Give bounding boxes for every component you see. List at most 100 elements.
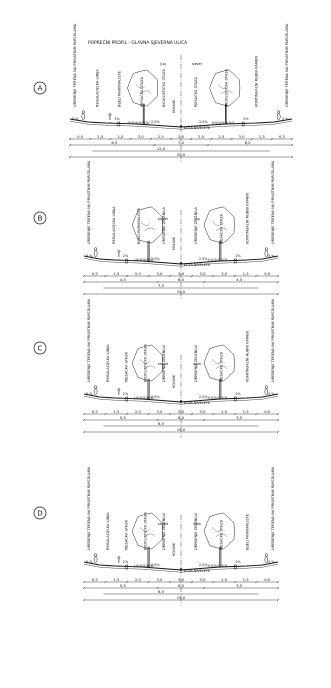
dimension-total: 15,0	[177, 289, 186, 294]
page-title: POPREČNI PROFIL - GLAVNA SJEVERNA ULICA	[88, 39, 187, 46]
dimension-tick	[276, 280, 280, 284]
dimension-value: 0,5	[92, 409, 99, 414]
green-strip	[134, 564, 154, 568]
dimension-tick	[169, 137, 173, 141]
kota-label: KOTA NIVELETE	[184, 401, 210, 405]
side-left-label: zapad	[158, 522, 168, 526]
pedestrian-icon	[93, 247, 98, 257]
zone-label: BICIKLISTIČKA STAZA	[142, 511, 147, 550]
grade-label: 2,5%	[199, 563, 208, 567]
tree-icon	[203, 512, 235, 567]
pedestrian-icon	[93, 385, 98, 395]
dimension-tick	[276, 430, 280, 434]
dimension-value: 1,5	[243, 271, 250, 276]
dimension-tick	[68, 143, 72, 147]
dimension-tick	[203, 586, 206, 590]
grade-label: 5 %	[86, 254, 93, 258]
zone-label: REGULACIJSKA LINIJA	[106, 512, 110, 550]
dimension-tick	[125, 274, 129, 278]
pavement-layer	[83, 564, 279, 573]
dimension-tick	[169, 274, 172, 278]
dimension-tick	[82, 586, 86, 590]
dimension-tick	[189, 137, 193, 141]
dimension-tick	[125, 580, 129, 584]
dimension-subtotal: 3,5	[236, 415, 243, 420]
curb	[125, 396, 128, 402]
dimension-tick	[212, 274, 215, 278]
dimension-subtotal: 5,5	[120, 583, 127, 588]
grade-label: 2,5%	[151, 120, 160, 124]
grade-label: 2,5%	[199, 257, 208, 261]
zone-label: UREĐENJE TERENA NA PRIVATNIM PARCELAMA	[271, 298, 275, 382]
zone-label: PJEŠAČKA STAZA	[219, 519, 224, 550]
zone-label: KONTINUALNI RUBNI KAMEN	[245, 331, 249, 382]
zone-label: BIJELI PARKIRALIŠTE	[117, 70, 122, 107]
dimension-tick	[255, 274, 258, 278]
dimension-tick	[156, 586, 159, 590]
zone-label: UREĐENJE TERENA NA PRIVATNIM PARCELAMA	[73, 23, 77, 107]
kota-label: KOTA NIVELETE	[184, 126, 210, 130]
dimension-value: 1,5	[259, 134, 266, 139]
dimension-tick	[255, 580, 258, 584]
green-strip	[207, 564, 228, 568]
dimension-subtotal: 6,5	[111, 140, 118, 145]
zone-label: UREĐENJE ZELENILA	[194, 345, 198, 382]
zone-label: KONTINUALNI RUBNI KAMEN	[255, 56, 259, 107]
zone-label: UREĐENJE TERENA NA PRIVATNIM PARCELAMA	[285, 23, 289, 107]
grade-label: 5 %	[86, 392, 93, 396]
section-letter: C	[38, 344, 43, 352]
dimension-tick	[147, 412, 150, 416]
dimension-tick	[156, 418, 159, 422]
dimension-value: 0,5	[77, 134, 84, 139]
side-left-label: jug	[159, 62, 165, 66]
dimension-value: 2,0	[135, 271, 142, 276]
dimension-value: 2,0	[135, 409, 142, 414]
dimension-tick	[210, 137, 213, 141]
grade-label: 5 %	[268, 254, 275, 258]
level-marker-icon	[179, 261, 183, 265]
curb	[125, 564, 128, 570]
grade-label: 2%	[114, 117, 120, 121]
dimension-tick	[68, 137, 72, 141]
level-marker-icon	[179, 567, 183, 571]
grade-label: 2%	[123, 254, 129, 258]
dimension-tick	[290, 155, 294, 159]
dimension-value: 0,5	[264, 577, 271, 582]
zone-label: PJEŠAČKA STAZA	[193, 76, 198, 107]
level-marker-icon	[179, 399, 183, 403]
dimension-value: 3,0	[200, 271, 207, 276]
zone-label: REGULACIJSKA LINIJA	[106, 344, 110, 382]
zone-label: REGULACIJSKA LINIJA	[95, 69, 99, 107]
cyclist-icon	[117, 388, 121, 399]
zone-label: UREĐENJE ZELENILA	[194, 513, 198, 550]
dimension-subtotal: 3,5	[236, 583, 243, 588]
green-strip	[127, 121, 150, 125]
dimension-tick	[270, 137, 273, 141]
dimension-tick	[212, 412, 215, 416]
dimension-value: 3,0	[178, 577, 185, 582]
zone-label: BICIKLISTIČKA STAZA	[223, 68, 228, 107]
dimension-tick	[190, 274, 193, 278]
dimension-tick	[290, 143, 294, 147]
dimension-value: 3,0	[178, 409, 185, 414]
pedestrian-icon	[276, 110, 281, 120]
pedestrian-icon	[81, 110, 86, 120]
section-label: B	[33, 211, 47, 225]
grade-label: 2,5%	[151, 563, 160, 567]
dimension-value: 0,5	[264, 271, 271, 276]
dimension-value: 3,0	[221, 271, 228, 276]
dimension-tick	[109, 137, 112, 141]
dimension-value: 3,0	[156, 271, 163, 276]
dimension-value: 1,5	[113, 577, 120, 582]
dimension-tick	[147, 580, 150, 584]
level-marker-icon	[179, 124, 183, 128]
dimension-value: 1,5	[243, 577, 250, 582]
dimension-tick	[169, 580, 172, 584]
dimension-tick	[233, 274, 237, 278]
dimension-tick	[82, 292, 86, 296]
dimension-tick	[89, 137, 92, 141]
grade-label: 2%	[243, 117, 249, 121]
